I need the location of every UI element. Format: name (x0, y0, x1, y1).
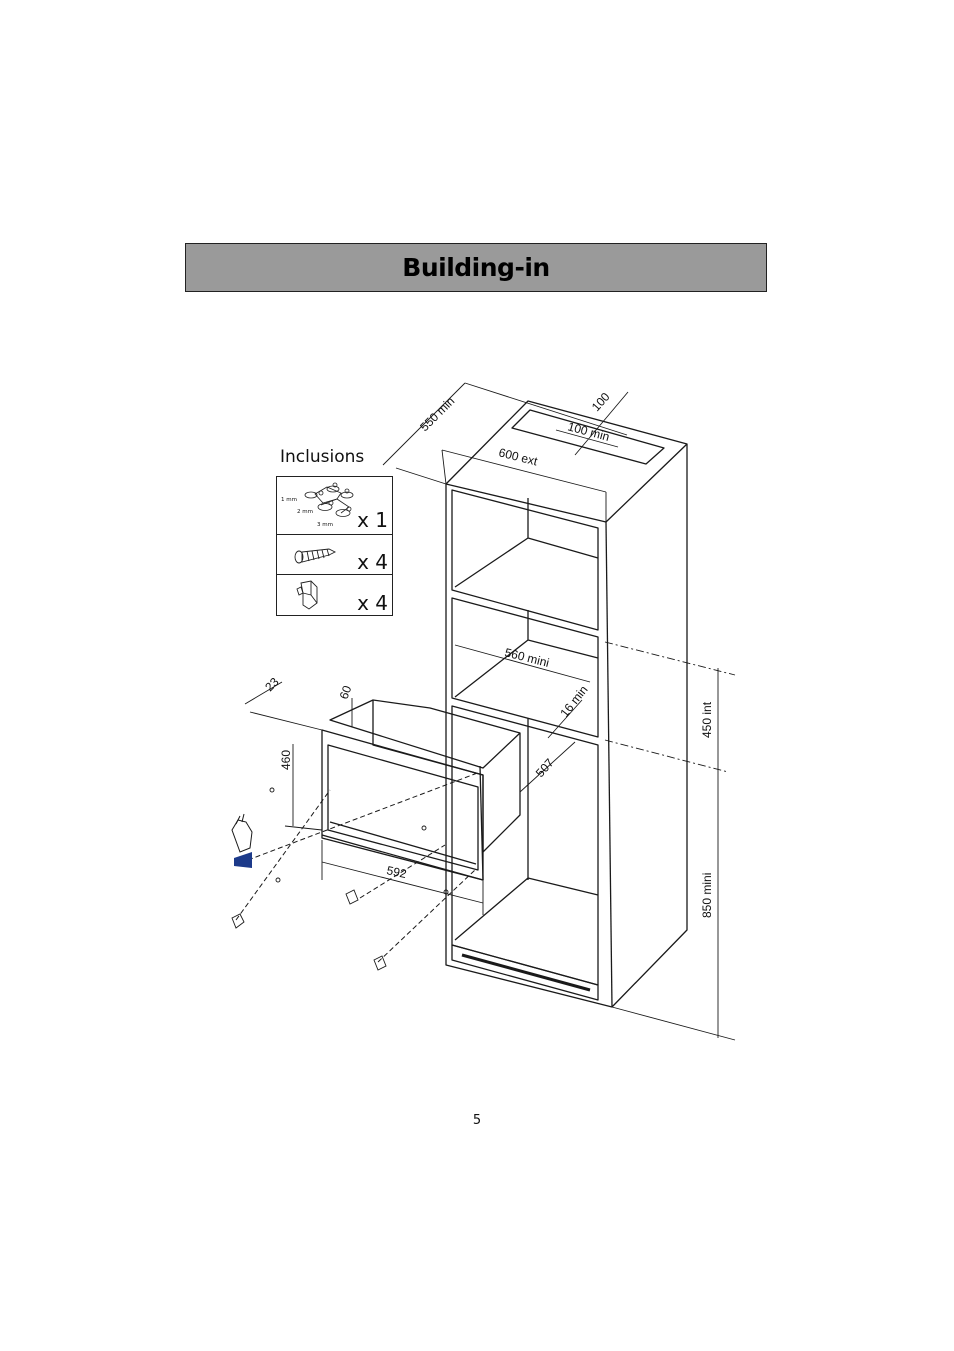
clip-part-left (231, 913, 245, 929)
assembly-arrow-icon (234, 852, 252, 868)
top-vent-opening (511, 409, 665, 465)
dim-23: 23 (262, 675, 282, 695)
dim-850-mini: 850 mini (700, 873, 714, 918)
section-title-bar: Building-in (185, 243, 767, 292)
dim-560-mini: 560 mini (503, 645, 550, 670)
dim-450-int: 450 int (700, 701, 714, 738)
screw-quantity: x 4 (357, 550, 388, 574)
dim-507: 507 (533, 756, 557, 780)
inclusion-row-clips: x 4 (277, 575, 392, 615)
screw-icon (294, 548, 337, 564)
shim-label-3mm: 3 mm (317, 522, 333, 528)
page-number: 5 (472, 1113, 482, 1128)
inclusions-table: 1 mm 2 mm 3 mm x 1 x 4 x 4 (276, 476, 393, 616)
microwave-unit (321, 699, 521, 881)
dim-550-min: 550 min (417, 394, 457, 434)
clip-icon (296, 580, 318, 610)
dim-592: 592 (385, 863, 408, 881)
shim-set-icon (304, 482, 354, 517)
clip-part-bottom (345, 889, 359, 905)
hand-icon (231, 813, 253, 853)
dim-100: 100 (589, 390, 613, 414)
dim-16-min: 16 min (557, 683, 590, 720)
inclusion-row-shims: 1 mm 2 mm 3 mm x 1 (277, 477, 392, 535)
inclusion-row-screws: x 4 (277, 535, 392, 575)
shim-label-2mm: 2 mm (297, 509, 313, 515)
shim-quantity: x 1 (357, 508, 388, 532)
dim-600-ext: 600 ext (497, 445, 539, 468)
inclusions-title: Inclusions (280, 447, 365, 467)
page-title: Building-in (402, 253, 550, 282)
cabinet-plinth (451, 944, 599, 1001)
dim-460: 460 (279, 750, 293, 770)
cabinet-outline (445, 400, 688, 1008)
dim-60: 60 (337, 683, 355, 701)
clip-part-lower (373, 955, 387, 971)
shim-label-1mm: 1 mm (281, 497, 297, 503)
clip-quantity: x 4 (357, 591, 388, 615)
